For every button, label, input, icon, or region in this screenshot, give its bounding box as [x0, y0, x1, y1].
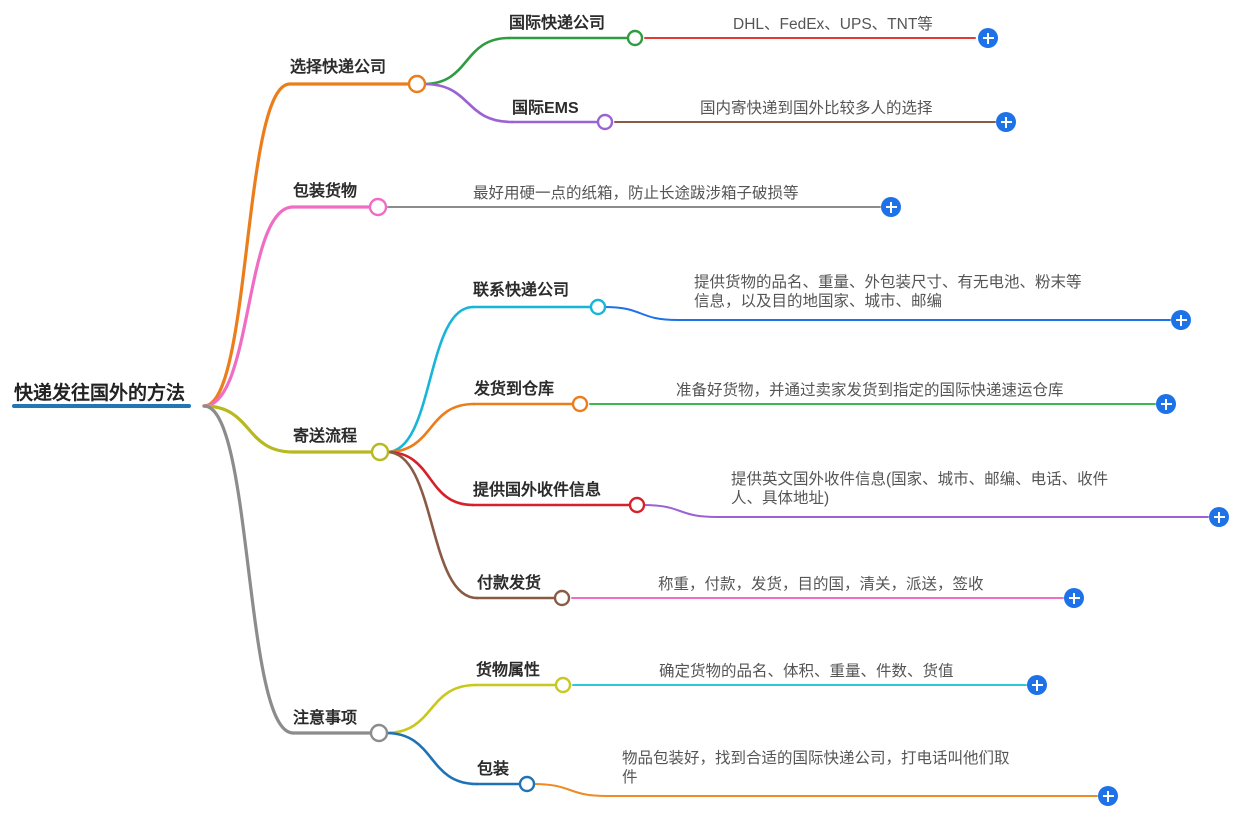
- leaf-line-联系快递公司: [603, 306, 1171, 321]
- leaf-line-包装: [532, 783, 1098, 797]
- subnode-提供国外收件信息[interactable]: [628, 496, 646, 514]
- mindmap-links: [12, 36, 1209, 797]
- subnode-货物属性[interactable]: [554, 676, 572, 694]
- subnode-label-提供国外收件信息[interactable]: 提供国外收件信息: [473, 482, 602, 499]
- link-寄送流程-to-提供国外收件信息: [385, 450, 475, 507]
- add-button-包装货物[interactable]: [881, 197, 901, 217]
- leaf-label-货物属性: 确定货物的品名、体积、重量、件数、货值: [659, 663, 954, 680]
- link-root-to-寄送流程: [202, 404, 295, 454]
- add-button-发货到仓库[interactable]: [1156, 394, 1176, 414]
- add-button-联系快递公司[interactable]: [1171, 310, 1191, 330]
- subnode-国际快递公司[interactable]: [626, 29, 644, 47]
- subnode-label-国际快递公司[interactable]: 国际快递公司: [509, 15, 606, 32]
- add-button-国际快递公司[interactable]: [978, 28, 998, 48]
- leaf-line-提供国外收件信息: [642, 504, 1209, 518]
- add-button-国际ems[interactable]: [996, 112, 1016, 132]
- branch-label-寄送流程[interactable]: 寄送流程: [293, 428, 358, 445]
- subnode-label-付款发货[interactable]: 付款发货: [477, 575, 542, 592]
- branch-label-选择快递公司[interactable]: 选择快递公司: [290, 59, 387, 76]
- branch-node-注意事项[interactable]: [369, 723, 389, 743]
- subnode-包装[interactable]: [518, 775, 536, 793]
- add-button-包装[interactable]: [1098, 786, 1118, 806]
- link-寄送流程-to-发货到仓库: [385, 402, 476, 454]
- subnode-联系快递公司[interactable]: [589, 298, 607, 316]
- link-root-to-包装货物: [202, 205, 295, 408]
- subnode-付款发货[interactable]: [553, 589, 571, 607]
- subnode-国际ems[interactable]: [596, 113, 614, 131]
- branch-node-寄送流程[interactable]: [370, 442, 390, 462]
- link-寄送流程-to-付款发货: [385, 450, 479, 600]
- subnode-label-包装[interactable]: 包装: [477, 761, 510, 778]
- link-选择快递公司-to-国际ems: [422, 82, 514, 124]
- subnode-label-货物属性[interactable]: 货物属性: [476, 662, 541, 679]
- leaf-label-包装货物: 最好用硬一点的纸箱，防止长途跋涉箱子破损等: [473, 185, 799, 202]
- add-button-付款发货[interactable]: [1064, 588, 1084, 608]
- branch-label-注意事项[interactable]: 注意事项: [293, 710, 358, 727]
- subnode-发货到仓库[interactable]: [571, 395, 589, 413]
- branch-node-包装货物[interactable]: [368, 197, 388, 217]
- branch-node-选择快递公司[interactable]: [407, 74, 427, 94]
- subnode-label-国际ems[interactable]: 国际EMS: [512, 100, 579, 117]
- leaf-label-国际ems: 国内寄快递到国外比较多人的选择: [700, 100, 933, 117]
- leaf-label-提供国外收件信息: 提供英文国外收件信息(国家、城市、邮编、电话、收件 人、具体地址): [731, 471, 1109, 508]
- leaf-label-包装: 物品包装好，找到合适的国际快递公司，打电话叫他们取 件: [622, 750, 1010, 787]
- link-寄送流程-to-联系快递公司: [385, 305, 475, 454]
- leaf-label-联系快递公司: 提供货物的品名、重量、外包装尺寸、有无电池、粉末等 信息，以及目的地国家、城市、…: [694, 274, 1082, 311]
- leaf-label-国际快递公司: DHL、FedEx、UPS、TNT等: [733, 16, 933, 33]
- mindmap-nodes: [368, 29, 646, 793]
- link-注意事项-to-货物属性: [384, 683, 478, 735]
- link-选择快递公司-to-国际快递公司: [422, 36, 511, 86]
- subnode-label-发货到仓库[interactable]: 发货到仓库: [474, 381, 555, 398]
- link-注意事项-to-包装: [384, 731, 479, 786]
- link-root-to-注意事项: [202, 404, 295, 735]
- root-node-label[interactable]: 快递发往国外的方法: [14, 383, 186, 404]
- link-root-to-选择快递公司: [202, 82, 292, 408]
- add-button-提供国外收件信息[interactable]: [1209, 507, 1229, 527]
- branch-label-包装货物[interactable]: 包装货物: [293, 183, 358, 200]
- leaf-label-发货到仓库: 准备好货物，并通过卖家发货到指定的国际快递速运仓库: [676, 382, 1064, 399]
- subnode-label-联系快递公司[interactable]: 联系快递公司: [473, 282, 570, 299]
- leaf-label-付款发货: 称重，付款，发货，目的国，清关，派送，签收: [658, 576, 984, 593]
- add-button-货物属性[interactable]: [1027, 675, 1047, 695]
